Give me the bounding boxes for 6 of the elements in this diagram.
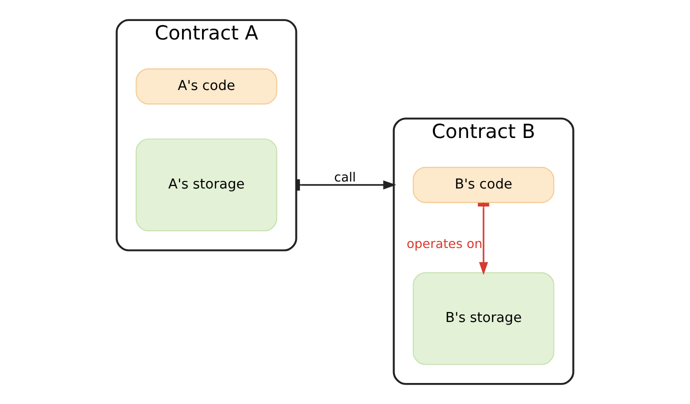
node-box: A's code	[136, 68, 278, 104]
node-box: B's storage	[412, 272, 554, 365]
edge-label: call	[334, 169, 356, 184]
node-box: B's code	[412, 166, 554, 203]
edge-label: operates on	[406, 236, 482, 252]
node-box: A's storage	[136, 138, 278, 232]
